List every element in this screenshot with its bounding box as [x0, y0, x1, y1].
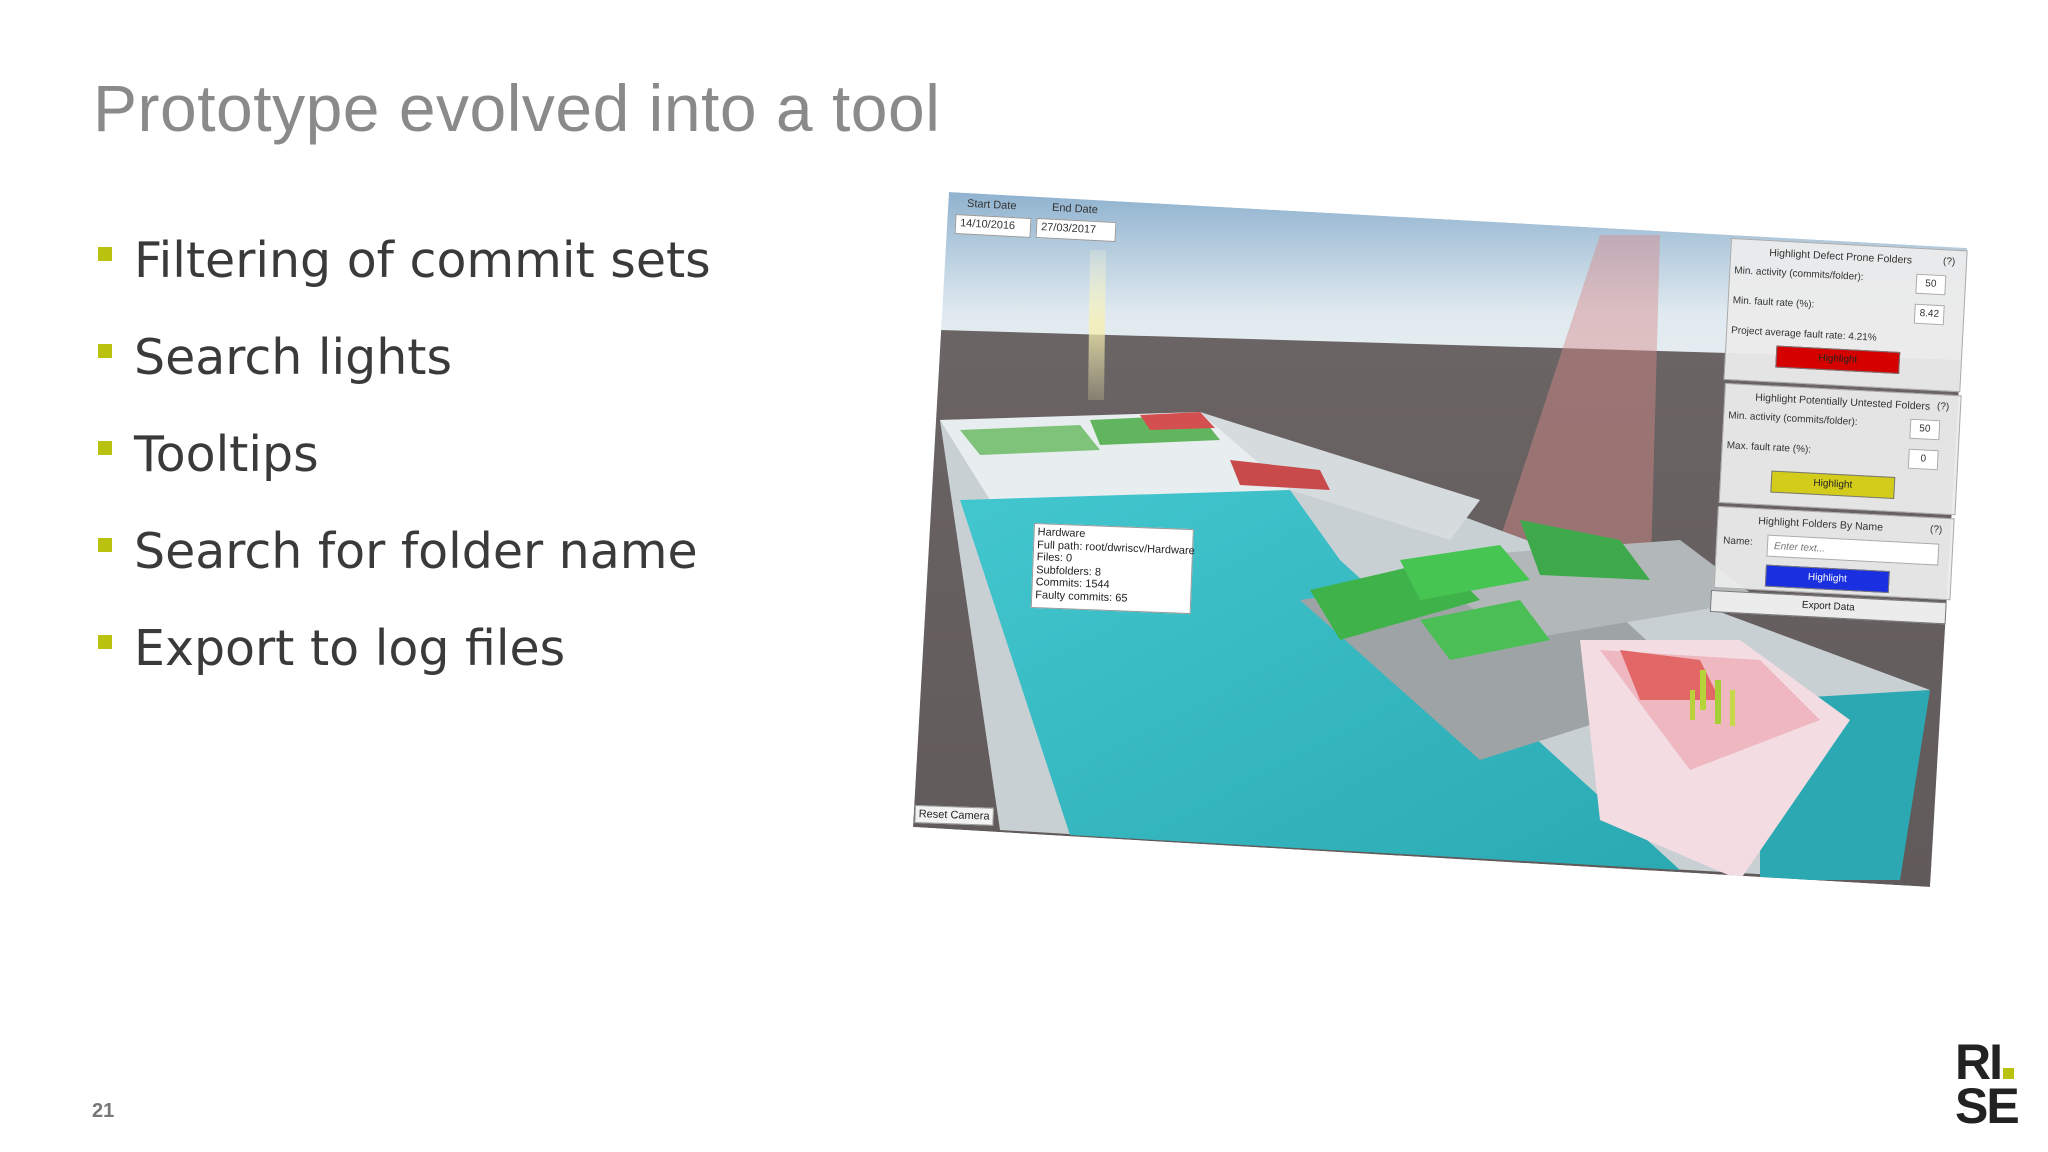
defect-min-activity-input[interactable]: 50: [1915, 273, 1947, 296]
name-highlight-button[interactable]: Highlight: [1764, 564, 1890, 594]
untested-help-icon[interactable]: (?): [1936, 401, 1950, 413]
folder-name-input[interactable]: [1766, 534, 1940, 566]
slide-title: Prototype evolved into a tool: [93, 71, 941, 145]
logo-text-bottom: SE: [1955, 1078, 2020, 1134]
bullet-text: Tooltips: [134, 426, 319, 483]
page-number: 21: [92, 1100, 115, 1122]
bullet-text: Search for folder name: [134, 523, 698, 580]
bullet-item: Tooltips: [98, 406, 711, 503]
bullet-item: Search lights: [98, 309, 711, 406]
defect-highlight-button[interactable]: Highlight: [1775, 345, 1901, 374]
bullet-square-icon: [98, 343, 112, 358]
logo-dot-icon: [2003, 1068, 2014, 1079]
folder-name-panel: Highlight Folders By Name (?) Name: High…: [1713, 506, 1955, 601]
bullet-item: Filtering of commit sets: [98, 212, 711, 309]
name-help-icon[interactable]: (?): [1929, 524, 1943, 536]
defect-panel-title: Highlight Defect Prone Folders: [1768, 247, 1913, 267]
defect-min-fault-label: Min. fault rate (%):: [1732, 295, 1815, 311]
bullet-text: Search lights: [134, 329, 453, 386]
untested-highlight-button[interactable]: Highlight: [1770, 470, 1896, 500]
end-date-input[interactable]: 27/03/2017: [1035, 217, 1117, 243]
bullet-square-icon: [98, 246, 112, 261]
folder-tooltip: Hardware Full path: root/dwriscv/Hardwar…: [1030, 523, 1195, 615]
bullet-item: Search for folder name: [98, 503, 711, 600]
name-panel-title: Highlight Folders By Name: [1757, 515, 1884, 534]
name-label: Name:: [1722, 535, 1753, 548]
untested-min-activity-label: Min. activity (commits/folder):: [1728, 410, 1858, 428]
defect-min-activity-label: Min. activity (commits/folder):: [1734, 265, 1864, 283]
project-average-fault-rate: Project average fault rate: 4.21%: [1730, 325, 1877, 344]
bullet-item: Export to log files: [98, 600, 711, 697]
start-date-input[interactable]: 14/10/2016: [954, 214, 1032, 238]
defect-min-fault-input[interactable]: 8.42: [1913, 303, 1945, 326]
untested-panel-title: Highlight Potentially Untested Folders: [1754, 391, 1931, 413]
untested-min-activity-input[interactable]: 50: [1909, 418, 1941, 441]
bullet-square-icon: [98, 537, 112, 552]
bullet-text: Export to log files: [134, 620, 566, 677]
reset-camera-button[interactable]: Reset Camera: [914, 805, 994, 826]
start-date-label: Start Date: [966, 197, 1017, 213]
bullet-square-icon: [98, 634, 112, 649]
untested-max-fault-input[interactable]: 0: [1907, 448, 1939, 471]
untested-max-fault-label: Max. fault rate (%):: [1726, 440, 1812, 456]
logo-text-top: RI: [1955, 1034, 2003, 1090]
bullet-square-icon: [98, 440, 112, 455]
defect-help-icon[interactable]: (?): [1942, 256, 1956, 268]
untested-panel: Highlight Potentially Untested Folders (…: [1718, 383, 1962, 516]
rise-logo: RI SE: [1955, 1037, 2025, 1134]
bullet-text: Filtering of commit sets: [134, 232, 711, 289]
end-date-label: End Date: [1051, 201, 1099, 217]
bullet-list: Filtering of commit sets Search lights T…: [98, 212, 711, 697]
defect-prone-panel: Highlight Defect Prone Folders (?) Min. …: [1723, 238, 1968, 393]
